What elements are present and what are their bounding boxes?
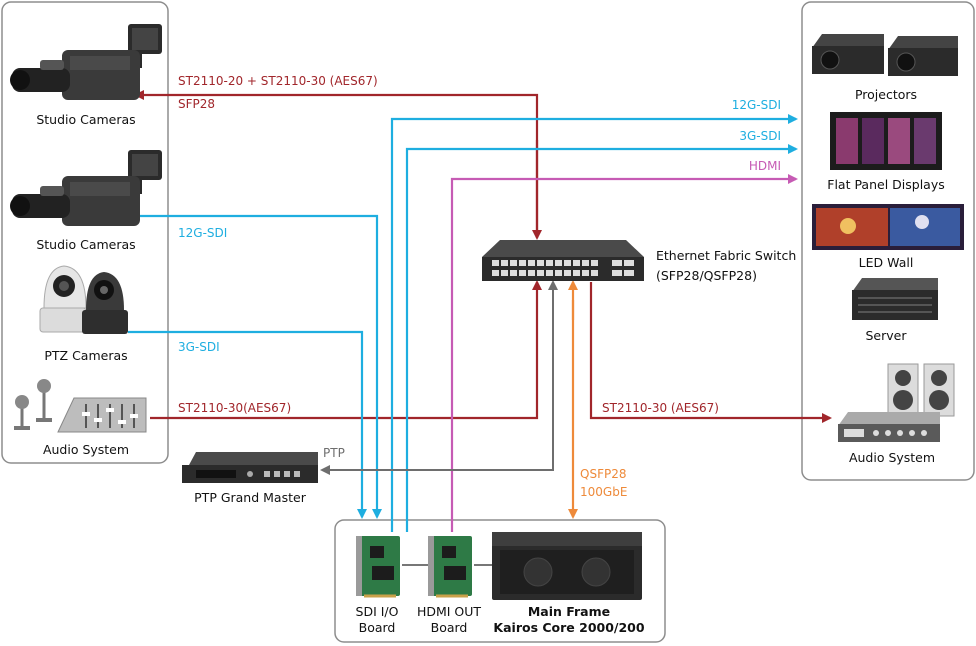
ip-line-audio-out (589, 282, 832, 423)
flat-panel-icon (830, 112, 942, 170)
led-wall-icon (812, 204, 964, 250)
sdi-3g-out-line (405, 144, 798, 532)
signal-12g-sdi-in: 12G-SDI (178, 226, 227, 240)
audio-system-output-label: Audio System (849, 450, 935, 465)
mainframe-icon (492, 532, 642, 600)
projectors-label: Projectors (855, 87, 917, 102)
signal-st2110-30-out: ST2110-30 (AES67) (602, 401, 719, 415)
sources-panel (1, 1, 169, 464)
sdi-3g-in-line (128, 330, 367, 519)
mainframe-label-2: Kairos Core 2000/200 (493, 620, 644, 635)
ptp-master-label: PTP Grand Master (194, 490, 307, 505)
server-icon (852, 278, 938, 320)
signal-3g-sdi-out: 3G-SDI (739, 129, 781, 143)
sdi-12g-in-line (128, 214, 382, 519)
ptz-camera-icon (39, 265, 128, 334)
switch-label-line2: (SFP28/QSFP28) (656, 268, 757, 283)
hdmi-board-icon (428, 536, 472, 598)
switch-label-line1: Ethernet Fabric Switch (656, 248, 796, 263)
studio-cameras-1-label: Studio Cameras (36, 112, 135, 127)
flat-panel-label: Flat Panel Displays (827, 177, 944, 192)
signal-sfp28: SFP28 (178, 97, 215, 111)
signal-hdmi-out: HDMI (749, 159, 781, 173)
ethernet-switch-icon (482, 240, 644, 281)
signal-12g-sdi-out: 12G-SDI (732, 98, 781, 112)
studio-cameras-2-label: Studio Cameras (36, 237, 135, 252)
sdi-board-label-2: Board (359, 620, 396, 635)
ptp-grandmaster-icon (182, 452, 318, 483)
server-label: Server (866, 328, 908, 343)
sdi-board-label-1: SDI I/O (356, 604, 399, 619)
signal-st2110-20-30: ST2110-20 + ST2110-30 (AES67) (178, 74, 378, 88)
sdi-12g-out-line (390, 114, 798, 532)
sdi-board-icon (356, 536, 400, 598)
ip-line-to-cameras (134, 90, 539, 235)
hdmi-out-line (450, 174, 798, 532)
audio-mixer-icon (14, 379, 147, 433)
studio-camera-icon-2 (10, 150, 162, 226)
signal-3g-sdi-in: 3G-SDI (178, 340, 220, 354)
signal-100gbe: 100GbE (580, 485, 627, 499)
outputs-panel (801, 1, 975, 481)
hdmi-board-label-2: Board (431, 620, 468, 635)
hdmi-board-label-1: HDMI OUT (417, 604, 481, 619)
speakers-amp-icon (838, 363, 955, 442)
signal-st2110-30-in: ST2110-30(AES67) (178, 401, 291, 415)
audio-system-source-label: Audio System (43, 442, 129, 457)
signal-ptp: PTP (323, 446, 345, 460)
signal-qsfp28: QSFP28 (580, 467, 626, 481)
studio-camera-icon (10, 24, 162, 100)
ptz-cameras-label: PTZ Cameras (44, 348, 127, 363)
led-wall-label: LED Wall (859, 255, 914, 270)
mainframe-panel (334, 519, 666, 643)
ptp-line (320, 282, 554, 475)
ip-line-audio-in (150, 280, 542, 420)
projectors-icon (812, 34, 958, 76)
mainframe-label-1: Main Frame (528, 604, 610, 619)
